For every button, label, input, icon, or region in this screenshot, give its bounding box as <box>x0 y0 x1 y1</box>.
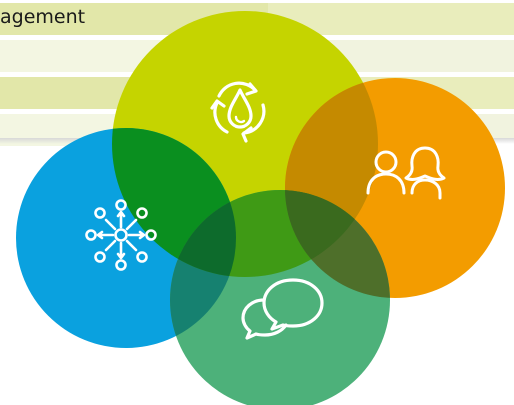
network-icon <box>85 199 157 271</box>
header-label: agement <box>0 6 86 28</box>
people-icon <box>366 146 446 200</box>
chat-bubbles-icon <box>241 278 324 340</box>
overlap-people-dialogue <box>285 190 390 298</box>
water-cycle-icon <box>210 81 266 143</box>
overlap-water-network-dialogue <box>170 190 236 277</box>
